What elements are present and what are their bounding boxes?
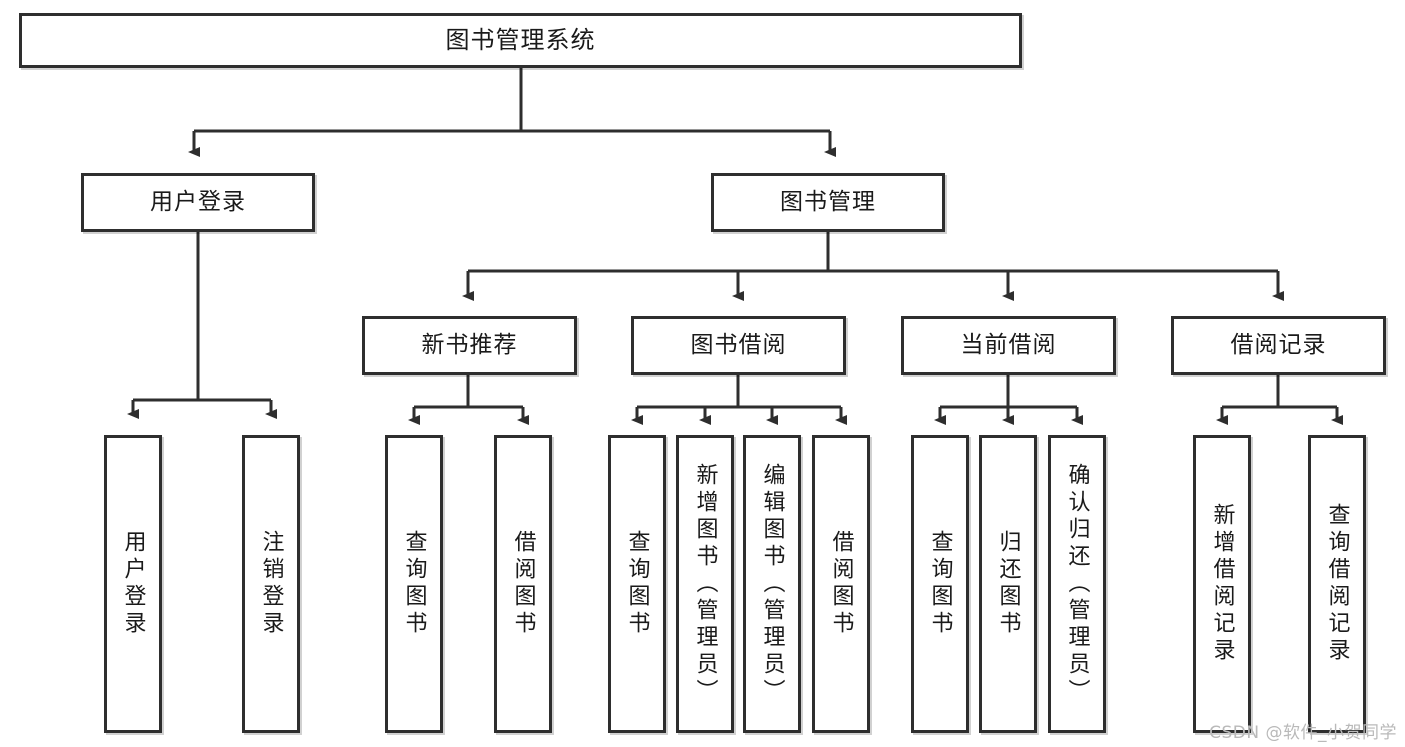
node-label: 新书推荐 [421, 331, 518, 358]
node-label: 查询借阅记录 [1324, 503, 1350, 665]
node-label: 用户登录 [150, 188, 246, 215]
node-label: 查询图书 [624, 530, 650, 638]
node-borrow-record[interactable]: 借阅记录 [1171, 316, 1386, 375]
node-root-system[interactable]: 图书管理系统 [19, 13, 1022, 68]
leaf-borrow-record-query[interactable]: 查询借阅记录 [1308, 435, 1366, 733]
leaf-new-book-borrow[interactable]: 借阅图书 [494, 435, 552, 733]
leaf-new-book-query[interactable]: 查询图书 [385, 435, 443, 733]
node-label: 查询图书 [927, 530, 953, 638]
leaf-book-borrow-query[interactable]: 查询图书 [608, 435, 666, 733]
node-label: 借阅记录 [1230, 331, 1327, 358]
node-label: 注销登录 [258, 530, 284, 638]
node-current-borrow[interactable]: 当前借阅 [901, 316, 1116, 375]
node-book-borrow[interactable]: 图书借阅 [631, 316, 846, 375]
node-label: 借阅图书 [510, 530, 536, 638]
node-label: 图书借阅 [690, 331, 787, 358]
leaf-book-borrow-borrow[interactable]: 借阅图书 [812, 435, 870, 733]
node-label: 确认归还（管理员） [1064, 462, 1090, 706]
node-label: 编辑图书（管理员） [759, 462, 785, 706]
leaf-book-borrow-add[interactable]: 新增图书（管理员） [676, 435, 734, 733]
node-label: 归还图书 [995, 530, 1021, 638]
leaf-user-login-signin[interactable]: 用户登录 [104, 435, 162, 733]
leaf-current-borrow-confirm-return[interactable]: 确认归还（管理员） [1048, 435, 1106, 733]
watermark-text: CSDN @软件_小贺同学 [1209, 723, 1397, 743]
node-label: 图书管理系统 [445, 26, 596, 55]
node-label: 新增图书（管理员） [692, 462, 718, 706]
leaf-current-borrow-query[interactable]: 查询图书 [911, 435, 969, 733]
leaf-user-login-signout[interactable]: 注销登录 [242, 435, 300, 733]
node-label: 新增借阅记录 [1209, 503, 1235, 665]
node-label: 查询图书 [401, 530, 427, 638]
node-book-management[interactable]: 图书管理 [711, 173, 945, 232]
leaf-book-borrow-edit[interactable]: 编辑图书（管理员） [743, 435, 801, 733]
node-label: 当前借阅 [960, 331, 1057, 358]
node-label: 图书管理 [780, 188, 876, 215]
leaf-current-borrow-return[interactable]: 归还图书 [979, 435, 1037, 733]
node-new-book-recommend[interactable]: 新书推荐 [362, 316, 577, 375]
leaf-borrow-record-add[interactable]: 新增借阅记录 [1193, 435, 1251, 733]
node-label: 借阅图书 [828, 530, 854, 638]
node-user-login[interactable]: 用户登录 [81, 173, 315, 232]
node-label: 用户登录 [120, 530, 146, 638]
